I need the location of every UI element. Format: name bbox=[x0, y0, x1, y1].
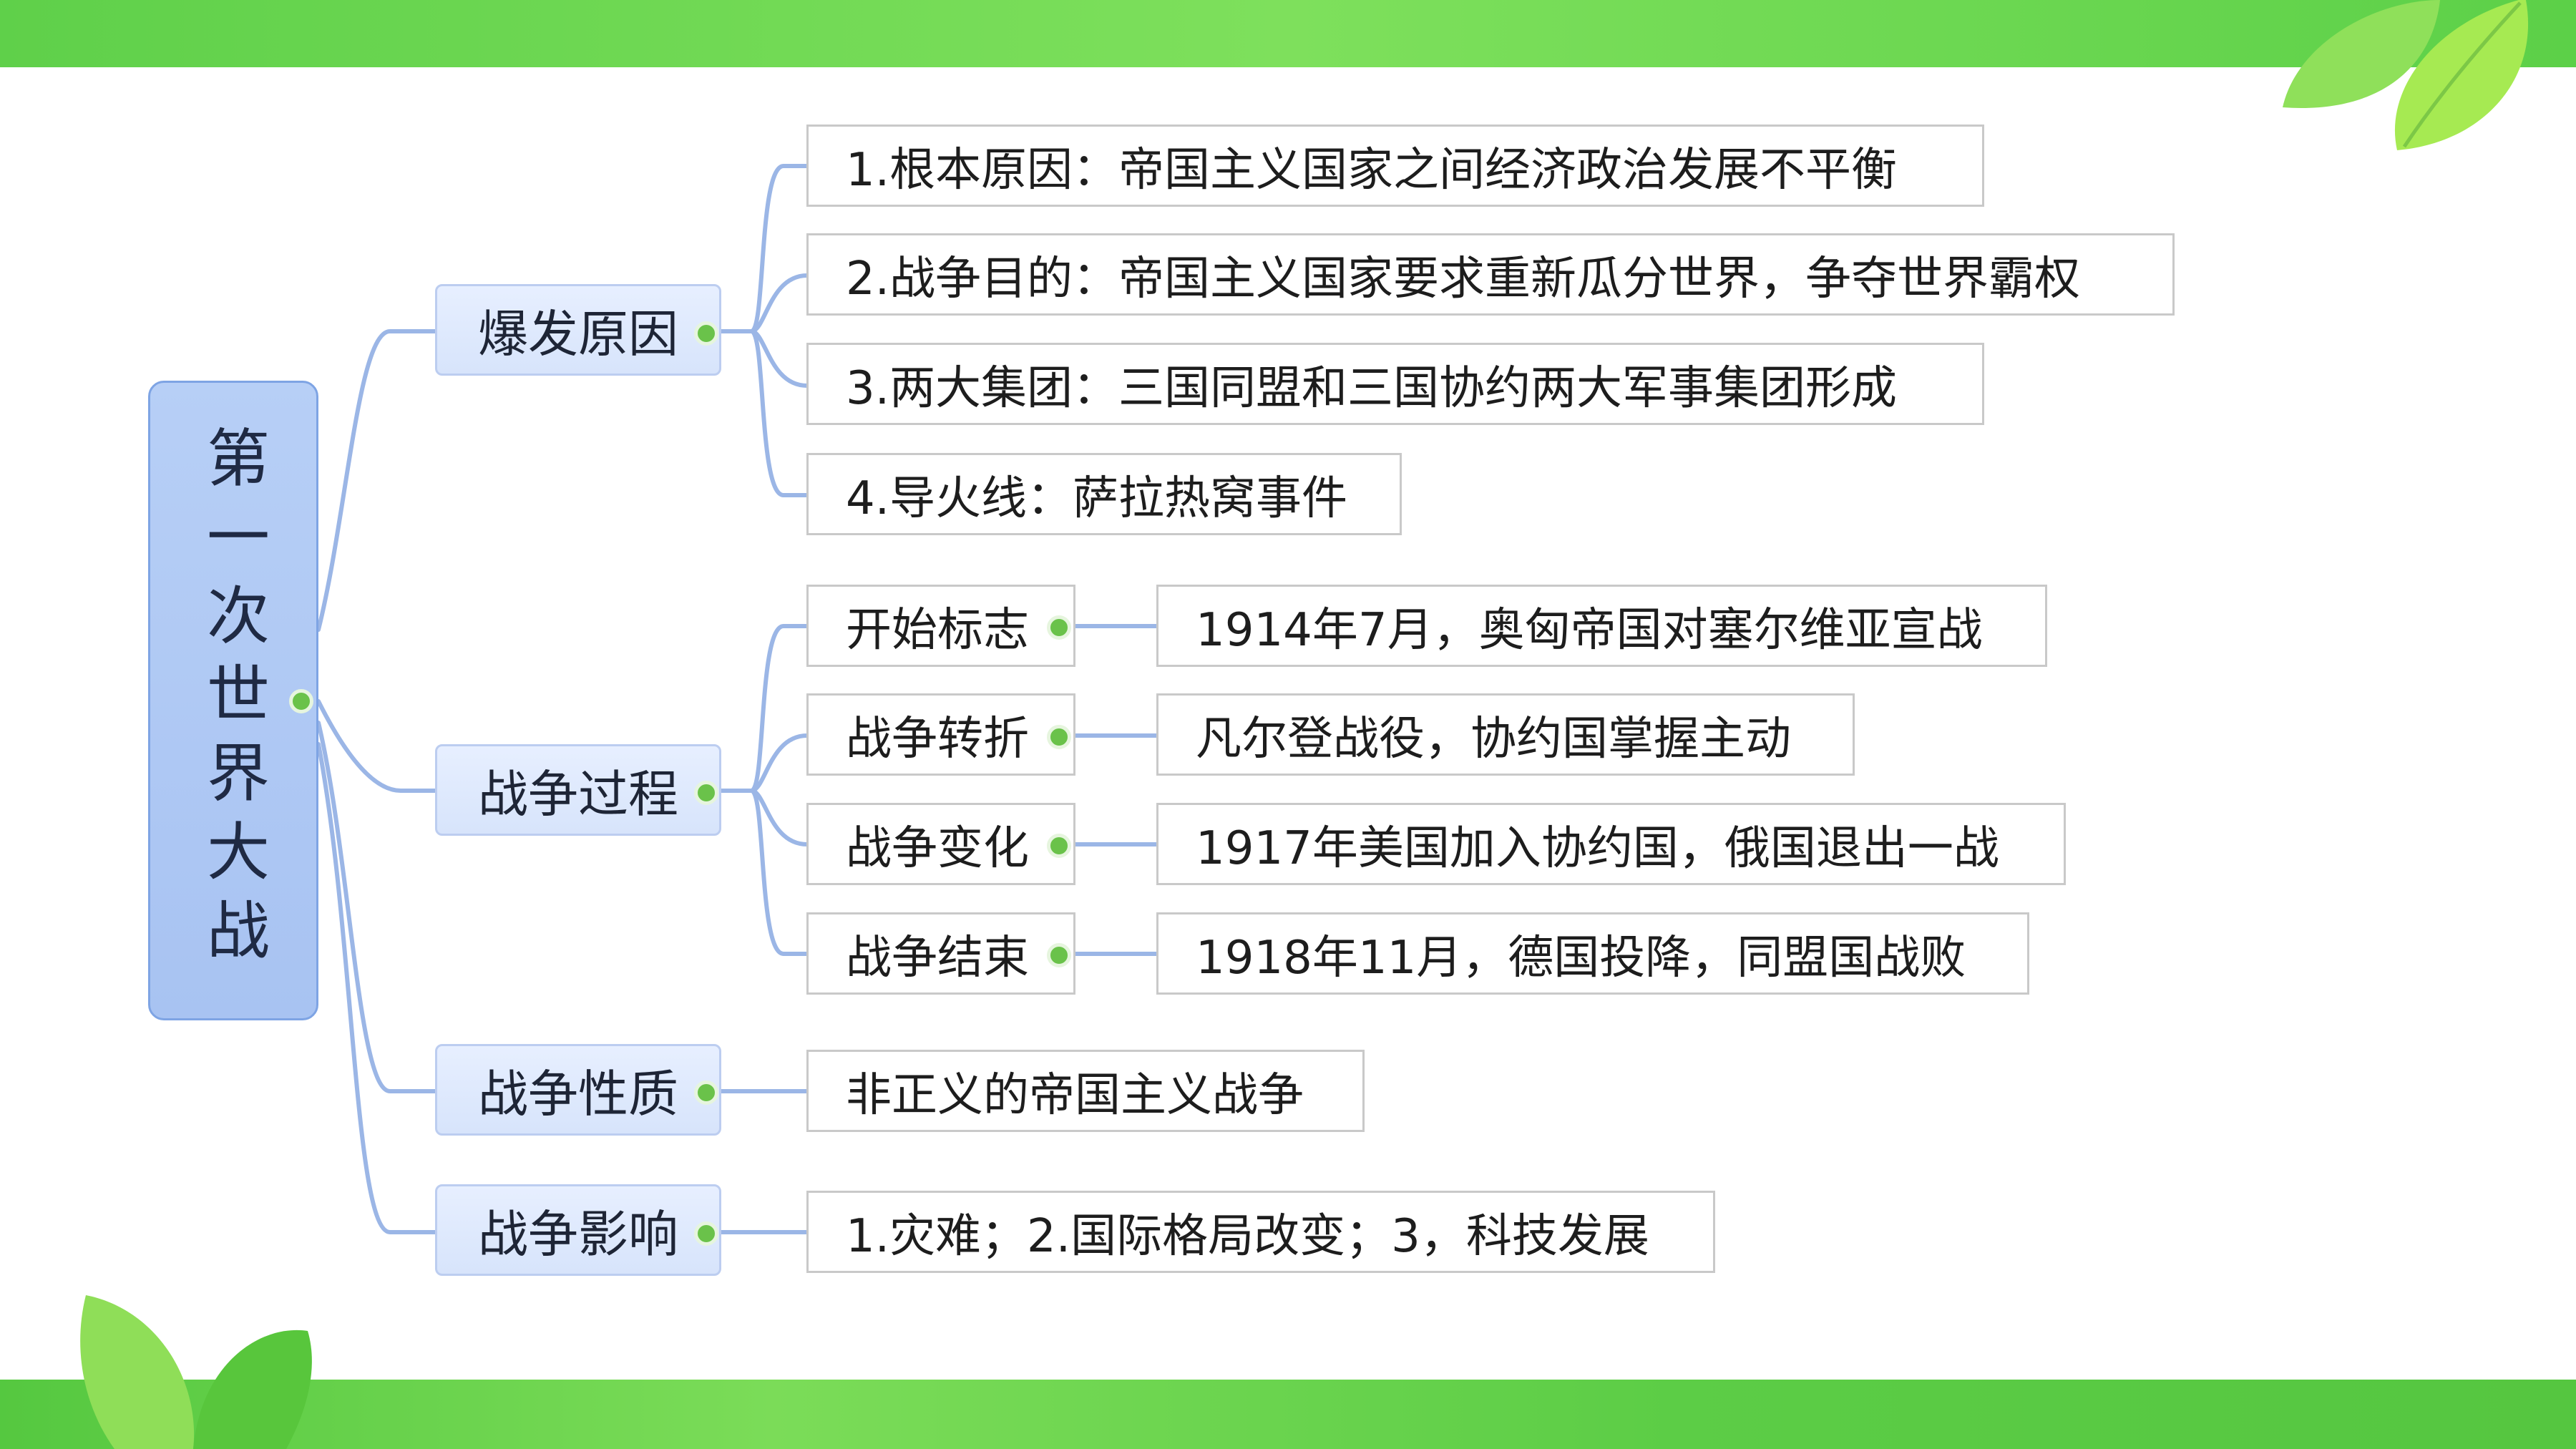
branch-label: 战争过程 bbox=[478, 764, 678, 824]
branch-war-impact-dot-icon[interactable] bbox=[694, 1221, 718, 1246]
cause-item-3-text: 3.两大集团：三国同盟和三国协约两大军事集团形成 bbox=[846, 361, 1898, 415]
branch-outbreak-causes-dot-icon[interactable] bbox=[694, 321, 718, 346]
process-stage-start-dot-icon[interactable] bbox=[1047, 615, 1071, 640]
top-decorative-band bbox=[0, 0, 2576, 67]
cause-item-2-text: 2.战争目的：帝国主义国家要求重新瓜分世界，争夺世界霸权 bbox=[846, 252, 2081, 306]
branch-war-process-dot-icon[interactable] bbox=[694, 781, 718, 805]
impact-item[interactable]: 1.灾难；2.国际格局改变；3，科技发展 bbox=[806, 1191, 1715, 1273]
process-detail-change-text: 1917年美国加入协约国，俄国退出一战 bbox=[1196, 821, 1999, 875]
cause-item-1[interactable]: 1.根本原因：帝国主义国家之间经济政治发展不平衡 bbox=[806, 125, 1984, 207]
leaf-decoration-bottom-left-icon bbox=[80, 1295, 312, 1449]
process-stage-change-text: 战争变化 bbox=[846, 821, 1029, 875]
branch-war-impact[interactable]: 战争影响 bbox=[435, 1184, 721, 1276]
branch-war-process[interactable]: 战争过程 bbox=[435, 744, 721, 836]
impact-item-text: 1.灾难；2.国际格局改变；3，科技发展 bbox=[846, 1209, 1649, 1263]
process-stage-start-text: 开始标志 bbox=[846, 603, 1029, 657]
cause-item-2[interactable]: 2.战争目的：帝国主义国家要求重新瓜分世界，争夺世界霸权 bbox=[806, 233, 2175, 316]
process-stage-change-dot-icon[interactable] bbox=[1047, 834, 1071, 858]
branch-war-nature-dot-icon[interactable] bbox=[694, 1080, 718, 1105]
branch-label: 战争性质 bbox=[478, 1064, 678, 1123]
process-detail-end[interactable]: 1918年11月，德国投降，同盟国战败 bbox=[1156, 912, 2029, 995]
process-stage-end-text: 战争结束 bbox=[846, 931, 1029, 985]
process-stage-turning[interactable]: 战争转折 bbox=[806, 693, 1075, 776]
branch-label: 爆发原因 bbox=[478, 304, 678, 364]
cause-item-4-text: 4.导火线：萨拉热窝事件 bbox=[846, 472, 1348, 525]
cause-item-3[interactable]: 3.两大集团：三国同盟和三国协约两大军事集团形成 bbox=[806, 343, 1984, 425]
process-stage-turning-text: 战争转折 bbox=[846, 712, 1029, 766]
root-node[interactable]: 第一次世界大战 bbox=[148, 381, 318, 1020]
cause-item-1-text: 1.根本原因：帝国主义国家之间经济政治发展不平衡 bbox=[846, 143, 1898, 197]
root-node-label: 第一次世界大战 bbox=[196, 425, 270, 976]
bottom-decorative-band bbox=[0, 1380, 2576, 1449]
cause-item-4[interactable]: 4.导火线：萨拉热窝事件 bbox=[806, 453, 1402, 535]
process-detail-start[interactable]: 1914年7月，奥匈帝国对塞尔维亚宣战 bbox=[1156, 585, 2047, 667]
process-stage-end[interactable]: 战争结束 bbox=[806, 912, 1075, 995]
root-expand-dot-icon[interactable] bbox=[289, 689, 313, 713]
branch-outbreak-causes[interactable]: 爆发原因 bbox=[435, 284, 721, 376]
process-stage-turning-dot-icon[interactable] bbox=[1047, 725, 1071, 749]
branch-war-nature[interactable]: 战争性质 bbox=[435, 1044, 721, 1136]
process-detail-start-text: 1914年7月，奥匈帝国对塞尔维亚宣战 bbox=[1196, 603, 1983, 657]
branch-label: 战争影响 bbox=[478, 1204, 678, 1264]
process-stage-end-dot-icon[interactable] bbox=[1047, 943, 1071, 967]
process-detail-end-text: 1918年11月，德国投降，同盟国战败 bbox=[1196, 931, 1966, 985]
process-stage-start[interactable]: 开始标志 bbox=[806, 585, 1075, 667]
nature-item-text: 非正义的帝国主义战争 bbox=[846, 1068, 1304, 1122]
process-detail-turning[interactable]: 凡尔登战役，协约国掌握主动 bbox=[1156, 693, 1855, 776]
process-detail-change[interactable]: 1917年美国加入协约国，俄国退出一战 bbox=[1156, 803, 2066, 885]
leaf-decoration-top-right-icon bbox=[2283, 0, 2529, 150]
process-stage-change[interactable]: 战争变化 bbox=[806, 803, 1075, 885]
nature-item[interactable]: 非正义的帝国主义战争 bbox=[806, 1050, 1365, 1132]
process-detail-turning-text: 凡尔登战役，协约国掌握主动 bbox=[1196, 712, 1791, 766]
